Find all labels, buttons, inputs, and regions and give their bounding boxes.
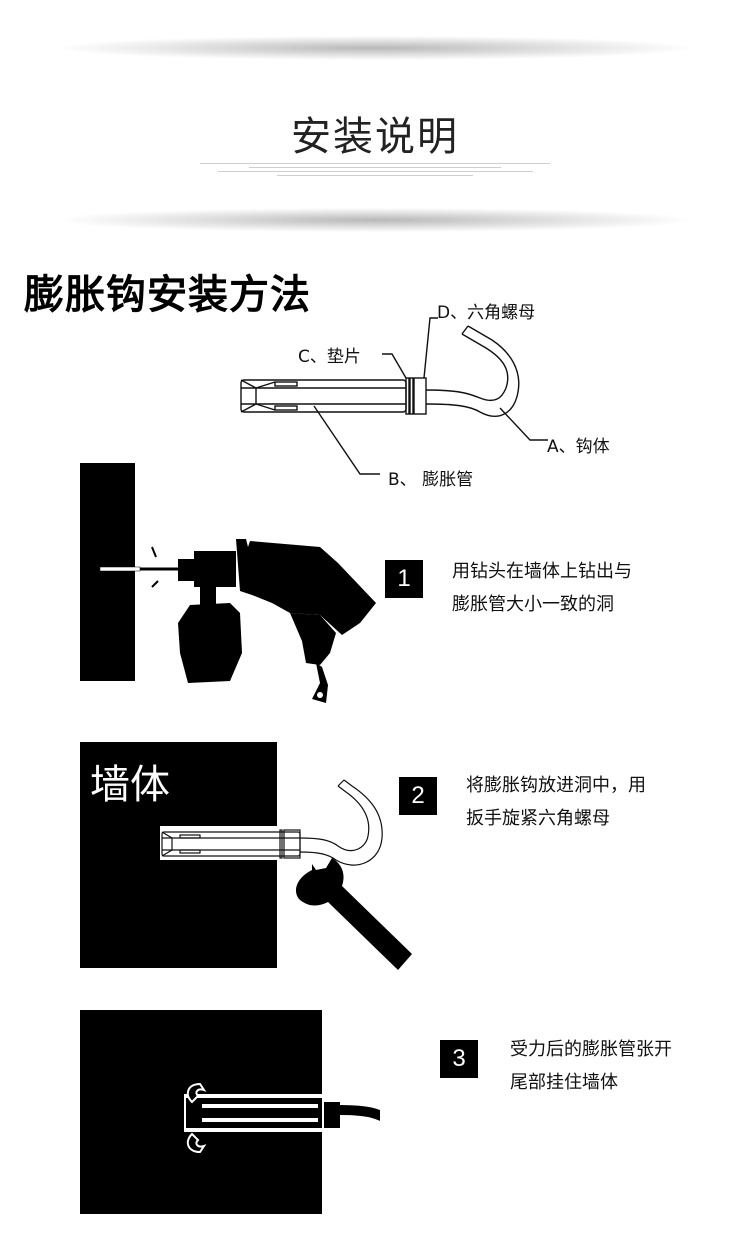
page-title: 膨胀钩安装方法 [24,271,311,318]
header-shadow-top [60,36,690,60]
step-2-text: 将膨胀钩放进洞中，用 扳手旋紧六角螺母 [466,769,646,835]
wall-label: 墙体 [90,762,170,808]
step-3-badge: 3 [440,1040,478,1078]
step-1-badge: 1 [385,560,423,598]
step-2-line-2: 扳手旋紧六角螺母 [466,808,610,829]
step-1-text: 用钻头在墙体上钻出与 膨胀管大小一致的洞 [452,555,632,621]
drill-icon [80,463,376,703]
label-c-washer: C、垫片 [298,347,361,367]
header-shadow-bottom [60,208,690,232]
step-3-line-1: 受力后的膨胀管张开 [510,1039,672,1060]
label-d-hex-nut: D、六角螺母 [437,303,536,323]
expanded-anchor-icon [80,1010,380,1214]
header-fine-print [200,160,550,179]
header-title: 安装说明 [291,114,459,160]
step-2-badge: 2 [399,777,437,815]
step-1-line-1: 用钻头在墙体上钻出与 [452,561,632,582]
label-a-hook-body: A、钩体 [547,437,610,457]
label-b-expansion-tube: B、 膨胀管 [388,470,474,490]
step-3-line-2: 尾部挂住墙体 [510,1072,618,1093]
step-2-line-1: 将膨胀钩放进洞中，用 [466,775,646,796]
wrench-icon [80,742,412,970]
expansion-hook-diagram-icon [240,317,548,475]
step-3-text: 受力后的膨胀管张开 尾部挂住墙体 [510,1033,672,1099]
step-1-line-2: 膨胀管大小一致的洞 [452,594,614,615]
